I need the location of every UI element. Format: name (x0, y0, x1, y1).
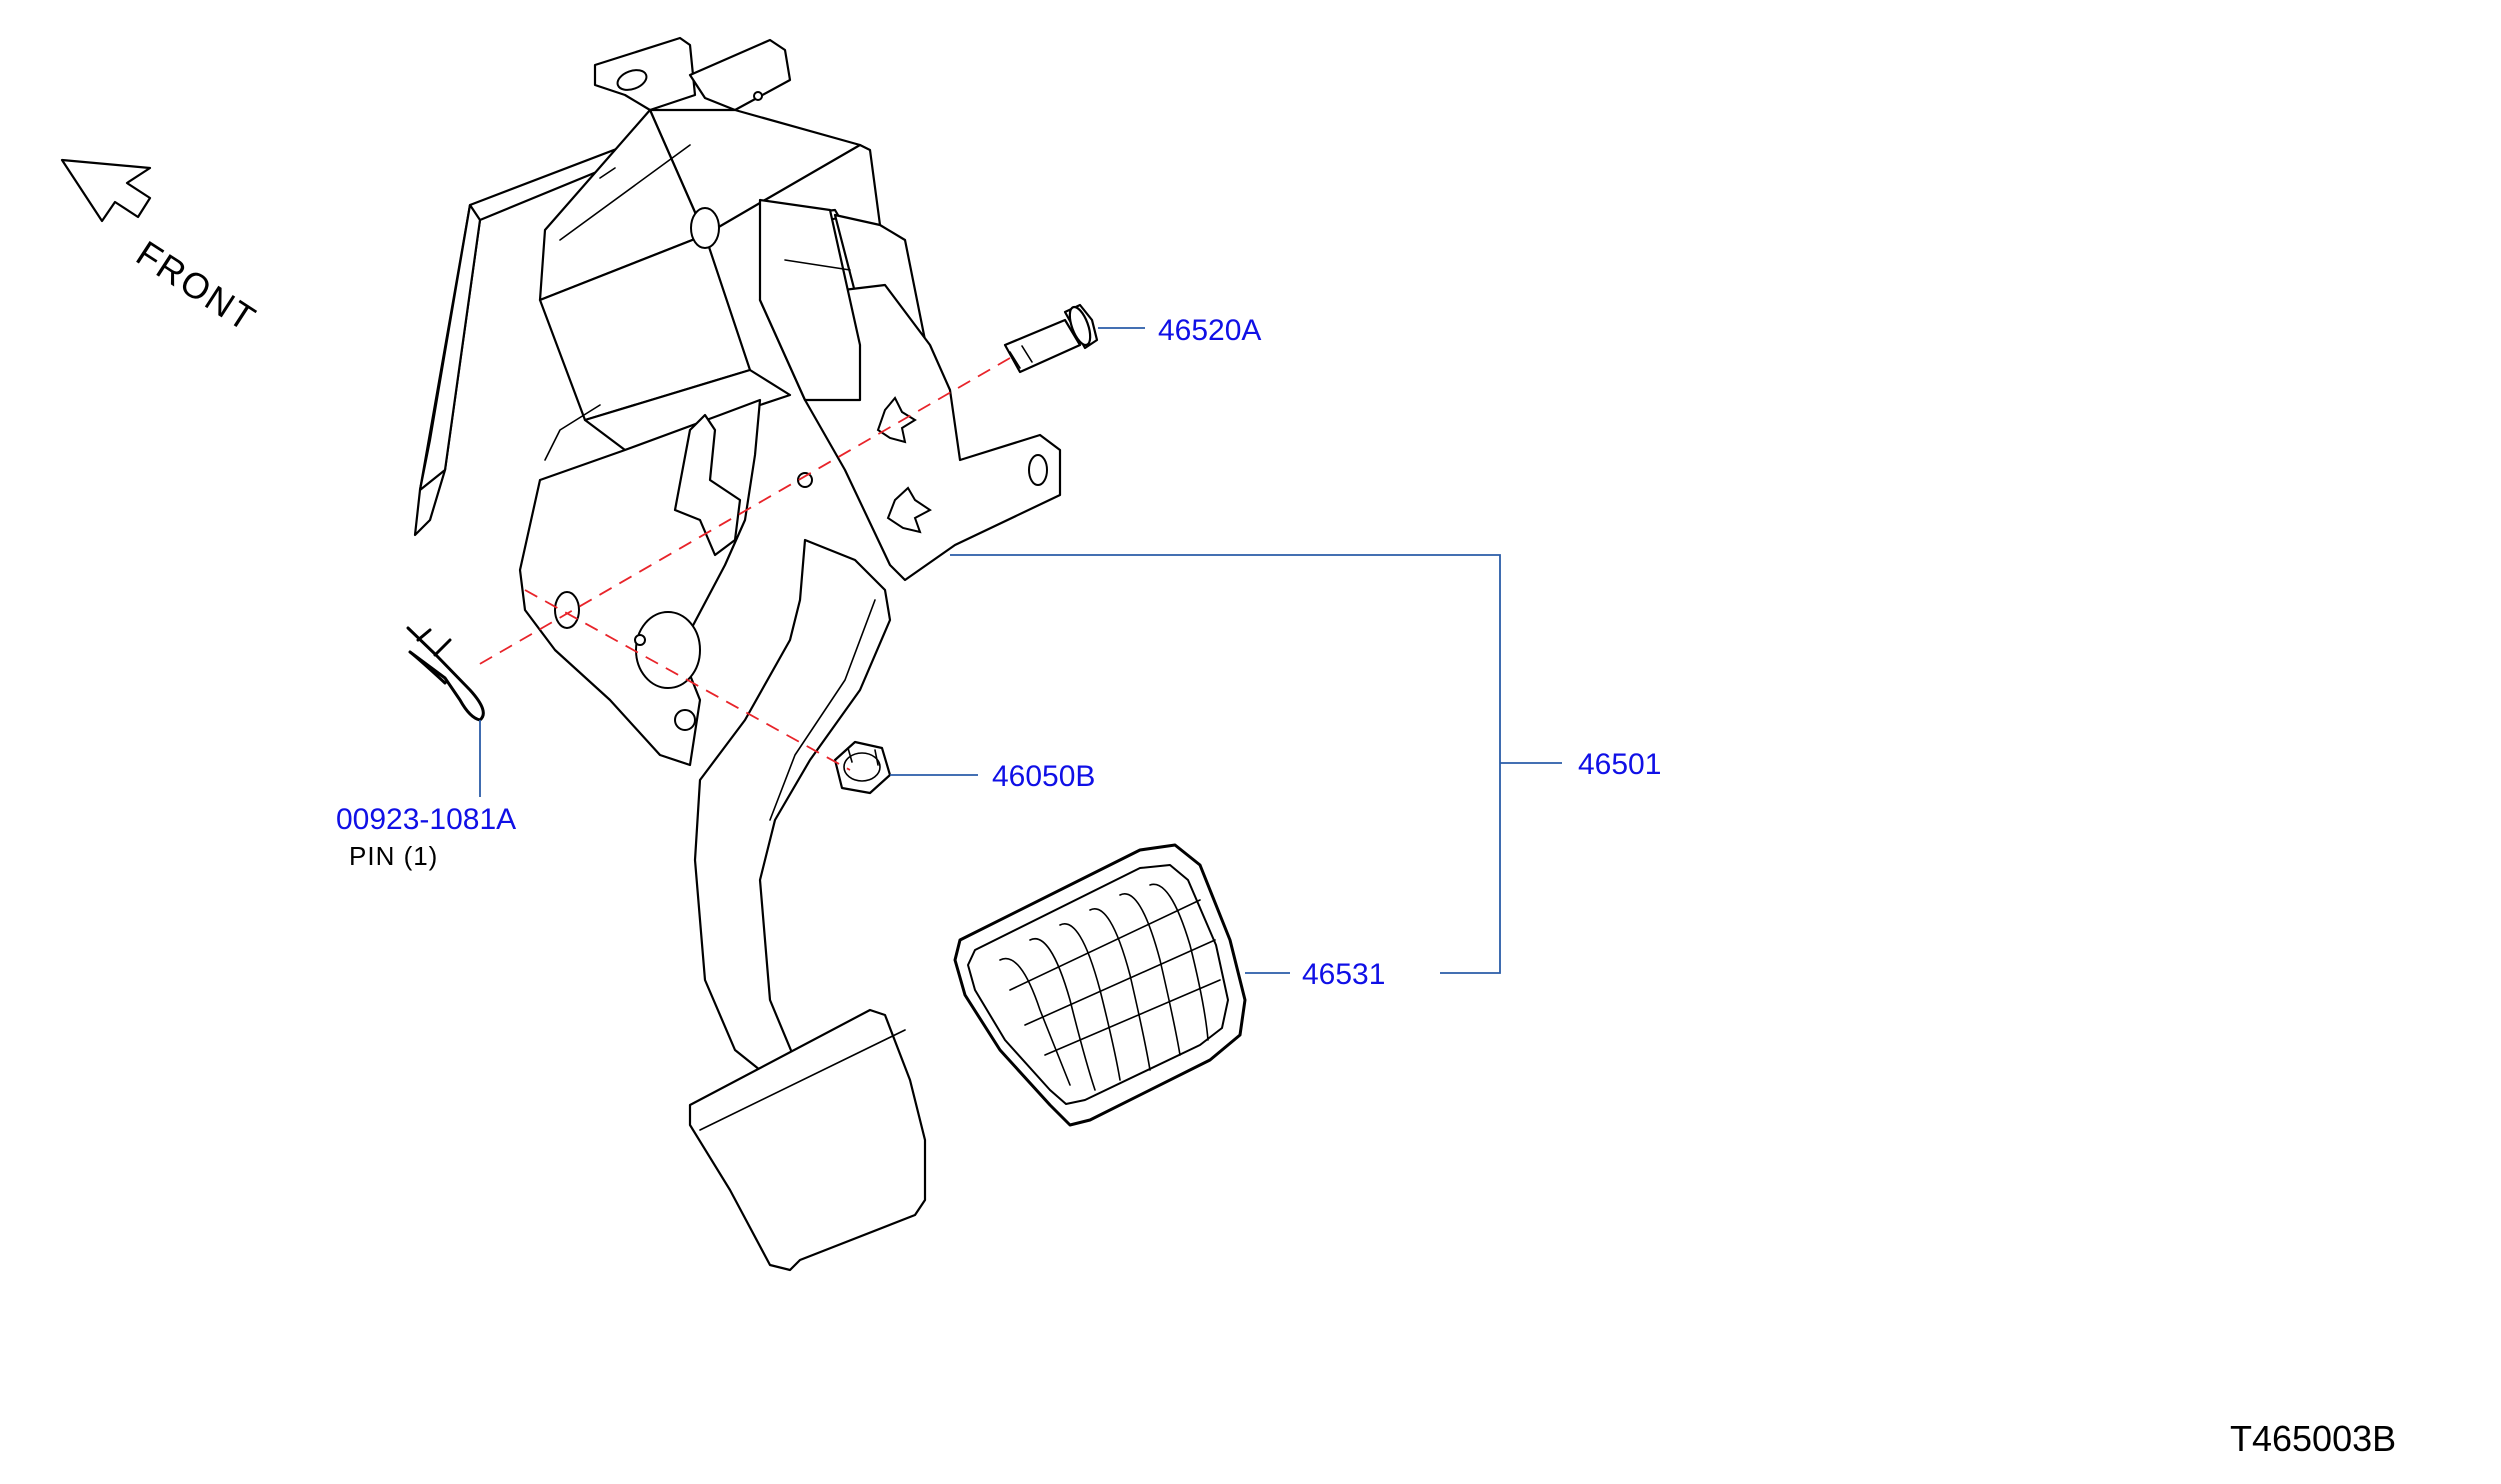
pin-clip (406, 626, 485, 722)
diagram-id: T465003B (2230, 1418, 2397, 1459)
pedal-foot (688, 1008, 927, 1272)
leader-lines (479, 327, 1562, 974)
install-axes (477, 357, 1011, 771)
pedal-arm (693, 538, 892, 1072)
front-arrow-icon (60, 158, 152, 223)
callout-pad[interactable]: 46531 (1302, 958, 1386, 991)
bolt (1003, 303, 1099, 374)
pin-description: PIN (1) (349, 841, 439, 871)
pad-ribs (999, 883, 1221, 1091)
callout-bolt[interactable]: 46520A (1158, 314, 1262, 347)
nut (833, 740, 892, 795)
callout-pedal-assembly[interactable]: 46501 (1578, 748, 1662, 781)
pedal-pad (953, 843, 1247, 1127)
callout-nut[interactable]: 46050B (992, 760, 1096, 793)
callout-pin[interactable]: 00923-1081A (336, 803, 517, 836)
pedal-bracket (413, 36, 1062, 767)
